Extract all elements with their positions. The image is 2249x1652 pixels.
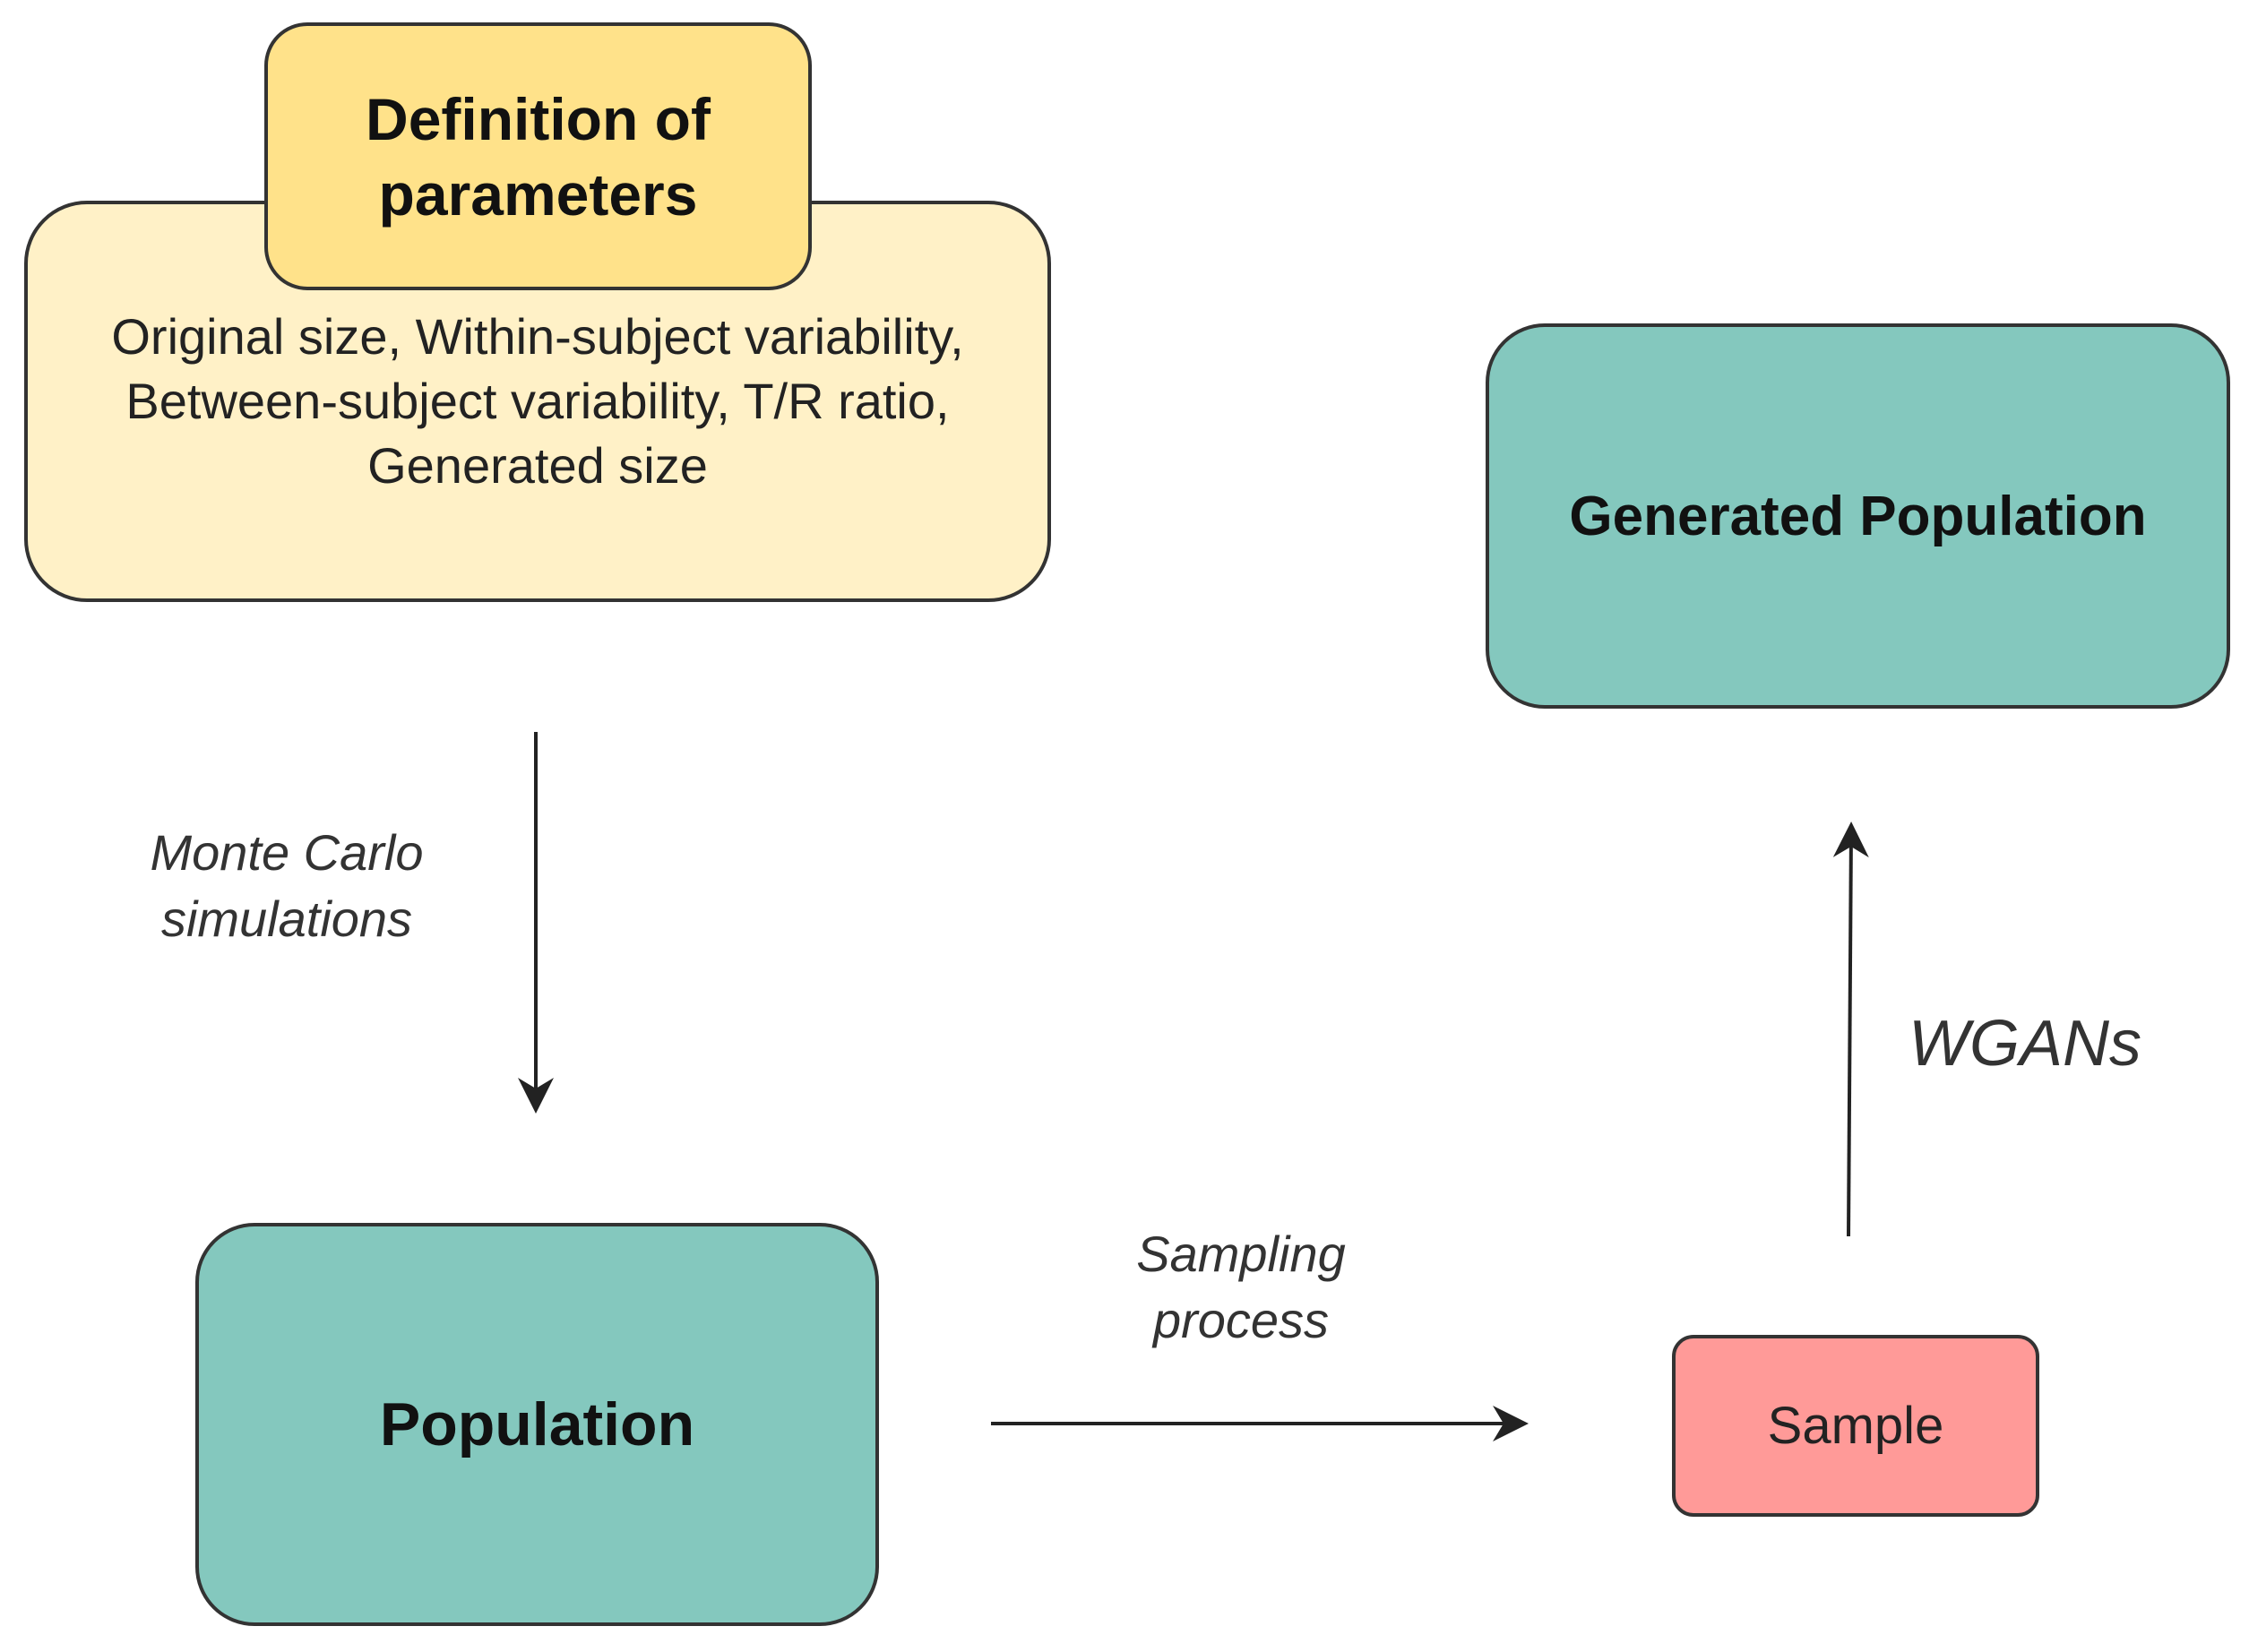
monte-carlo-label: Monte Carlo simulations bbox=[116, 820, 457, 952]
parameters-line: Original size, Within-subject variabilit… bbox=[111, 308, 964, 365]
parameters-line: Between-subject variability, T/R ratio, bbox=[125, 373, 950, 429]
wgans-label: WGANs bbox=[1909, 1008, 2141, 1080]
parameters-title-box: Definition of parameters bbox=[264, 22, 812, 290]
parameters-title: Definition of parameters bbox=[366, 85, 711, 228]
sample-label: Sample bbox=[1767, 1397, 1944, 1455]
parameters-list: Original size, Within-subject variabilit… bbox=[111, 305, 963, 498]
sampling-process-line: Sampling bbox=[1136, 1226, 1346, 1282]
generated-population-box: Generated Population bbox=[1486, 323, 2230, 709]
population-box: Population bbox=[195, 1223, 879, 1626]
arrow-wgans bbox=[1832, 822, 1869, 1237]
sampling-process-line: process bbox=[1152, 1292, 1330, 1348]
monte-carlo-line: simulations bbox=[160, 891, 413, 947]
monte-carlo-line: Monte Carlo bbox=[150, 824, 424, 881]
population-label: Population bbox=[379, 1390, 695, 1458]
parameters-line: Generated size bbox=[367, 437, 708, 494]
sample-box: Sample bbox=[1672, 1335, 2039, 1517]
generated-population-label: Generated Population bbox=[1569, 485, 2147, 547]
sampling-process-label: Sampling process bbox=[1071, 1221, 1411, 1354]
